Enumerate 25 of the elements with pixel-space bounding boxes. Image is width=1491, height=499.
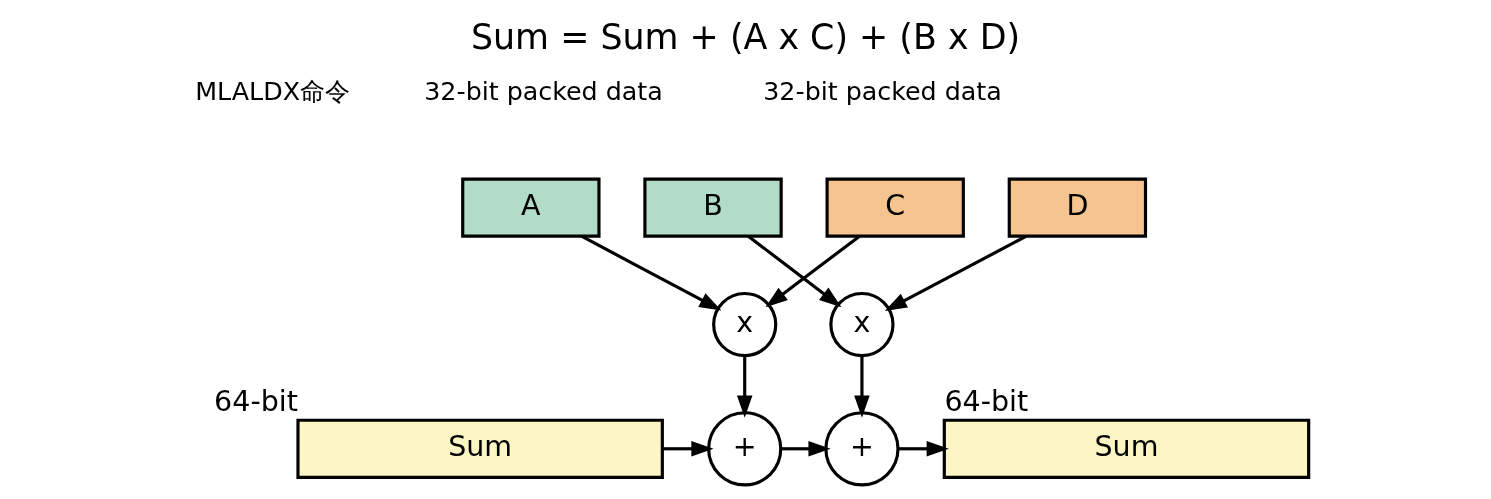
label: 32-bit packed data <box>424 75 663 106</box>
label: MLALDX命令 <box>195 75 351 106</box>
node-circle: x <box>712 291 778 358</box>
node-box: Sum <box>296 418 664 479</box>
label: 32-bit packed data <box>763 75 1002 106</box>
arrow <box>765 234 861 308</box>
arrow <box>662 441 714 457</box>
arrow <box>747 234 842 308</box>
arrow <box>884 234 1028 311</box>
node-box: Sum <box>942 418 1311 479</box>
arrow <box>854 356 870 418</box>
arrow <box>580 234 722 311</box>
node-box: A <box>461 177 601 238</box>
arrow <box>736 356 753 418</box>
diagram-title: Sum = Sum + (A x C) + (B x D) <box>470 16 1021 57</box>
node-label: 64-bit <box>944 385 1029 419</box>
node-circle: + <box>707 411 783 487</box>
node-box: B <box>643 177 783 238</box>
node-box: D <box>1007 177 1148 238</box>
node-box: C <box>825 177 965 238</box>
node-circle: + <box>824 411 900 487</box>
node-label: 64-bit <box>214 385 298 419</box>
arrow <box>898 441 949 457</box>
arrow <box>780 441 831 457</box>
node-circle: x <box>829 291 895 358</box>
